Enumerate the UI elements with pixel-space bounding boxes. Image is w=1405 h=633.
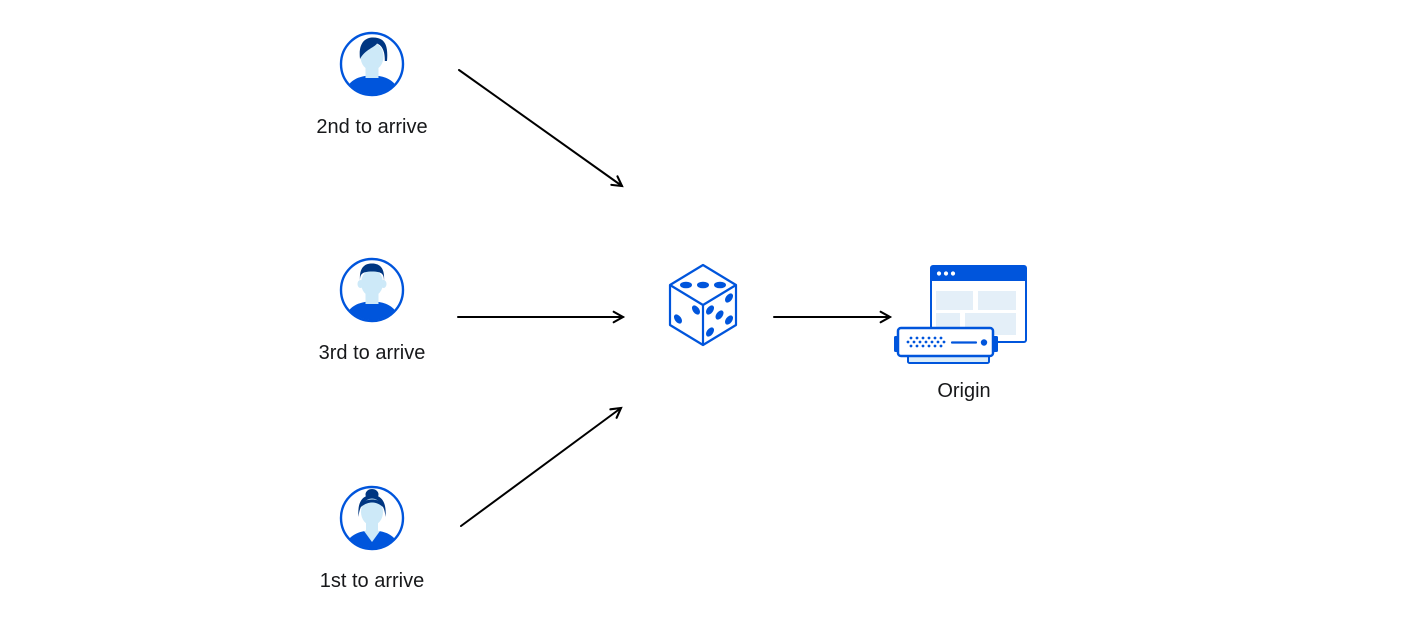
- client-node-1st: 1st to arrive: [292, 485, 452, 592]
- avatar-man-swoop-hair-icon: [339, 31, 405, 97]
- client-node-3rd: 3rd to arrive: [292, 257, 452, 364]
- router-node: [668, 262, 738, 348]
- origin-node: Origin: [894, 262, 1034, 402]
- dice-icon: [668, 263, 738, 347]
- origin-server-icon: [894, 265, 1027, 364]
- client-node-2nd: 2nd to arrive: [292, 31, 452, 138]
- arrow-lines: [457, 69, 893, 527]
- server-icon: [894, 326, 998, 364]
- avatar-woman-bun-hair-icon: [339, 485, 405, 551]
- client-label: 1st to arrive: [319, 570, 425, 592]
- avatar-man-short-hair-icon: [339, 257, 405, 323]
- arrow-client1-to-dice: [460, 406, 623, 527]
- arrow-client2-to-dice: [458, 69, 624, 188]
- origin-label: Origin: [937, 380, 991, 402]
- client-label: 3rd to arrive: [318, 342, 426, 364]
- client-label: 2nd to arrive: [316, 116, 428, 138]
